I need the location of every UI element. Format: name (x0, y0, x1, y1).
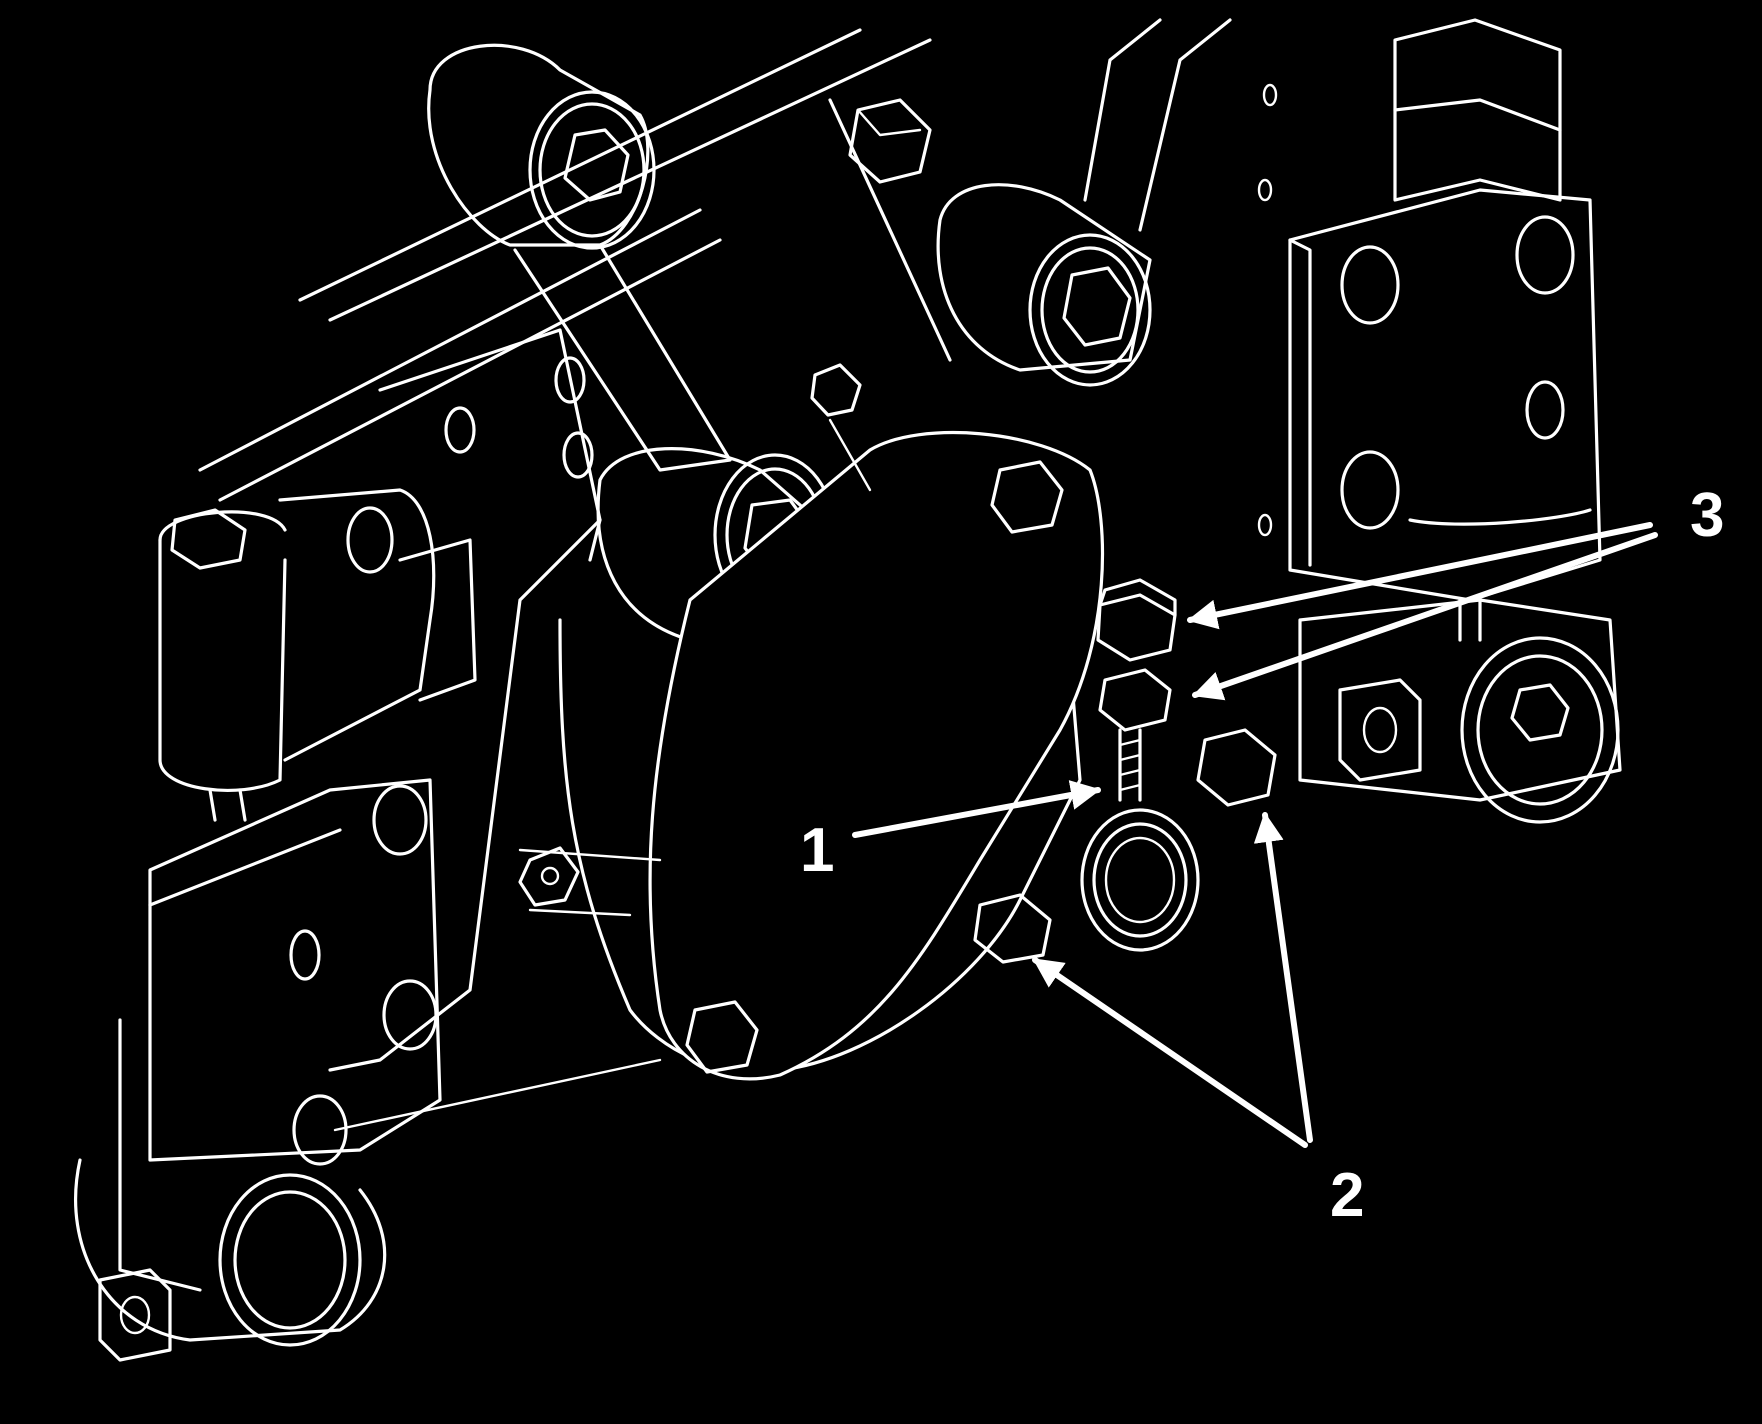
lock-nuts (973, 728, 1277, 964)
arrow-2a (1032, 957, 1308, 1148)
frame-rails (198, 18, 1232, 502)
round-port (1080, 808, 1200, 952)
upper-middle-bushing (936, 183, 1152, 387)
right-actuator (1288, 18, 1622, 824)
arrow-3b (1192, 532, 1658, 701)
arrow-2b (1253, 812, 1313, 1143)
leader-arrows (852, 522, 1658, 1148)
arrow-1 (852, 780, 1101, 838)
back-plate (328, 83, 1278, 1072)
callout-label-3: 3 (1690, 481, 1725, 550)
arrow-3a (1187, 522, 1653, 630)
upper-left-pivot-arm (427, 43, 732, 472)
pump-body (518, 363, 1105, 1081)
left-actuator (74, 488, 662, 1362)
adjusting-screw-assembly (1096, 578, 1177, 802)
top-centre-nut (848, 98, 932, 184)
callout-label-2: 2 (1330, 1161, 1365, 1230)
callout-label-1: 1 (800, 816, 835, 885)
